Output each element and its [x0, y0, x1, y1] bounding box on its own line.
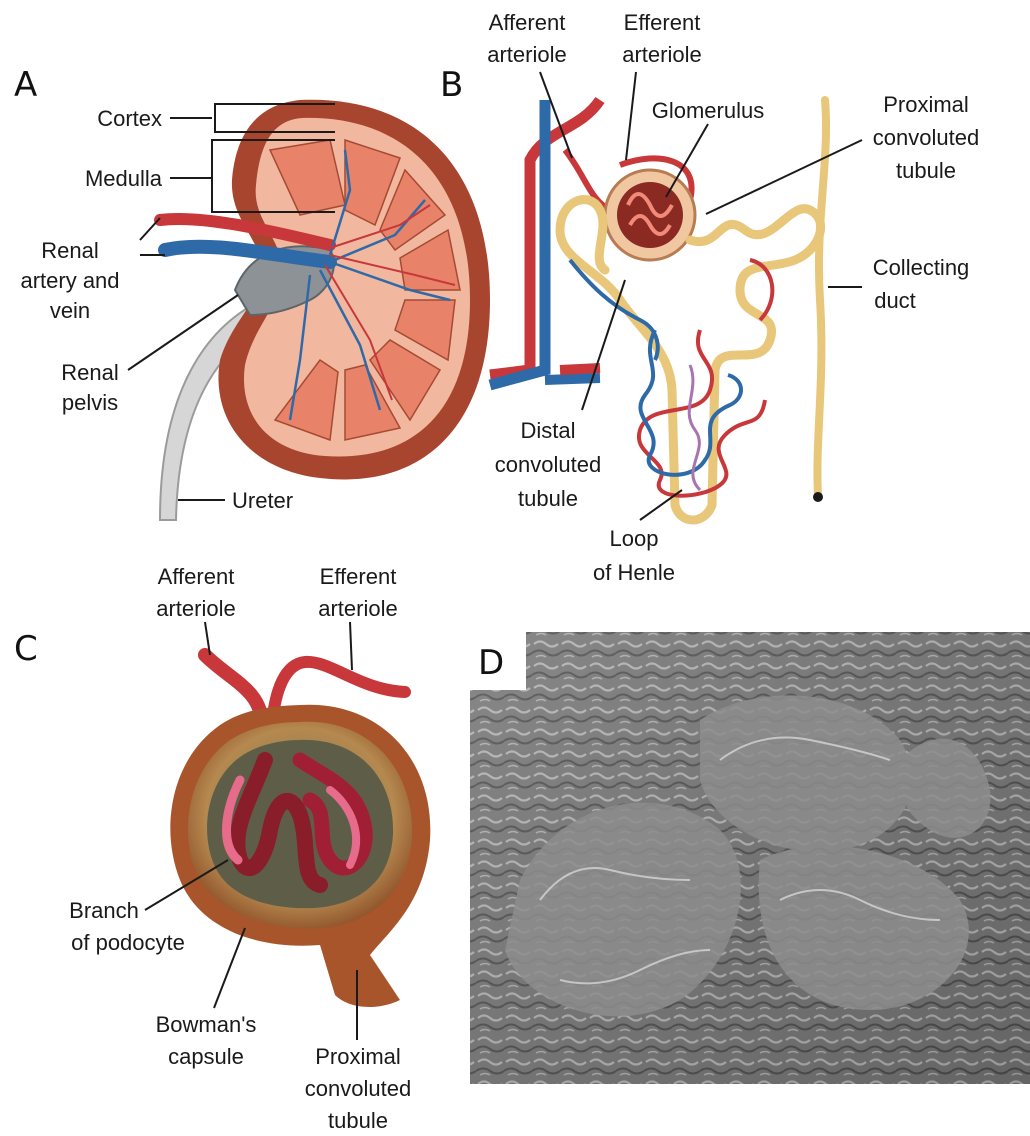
panel-d: D — [470, 632, 1030, 1084]
panel-letter-c: C — [14, 629, 38, 669]
panel-b: B — [440, 10, 979, 585]
label-distal-2: convoluted — [495, 452, 601, 477]
label-renal-artery-vein-3: vein — [50, 298, 90, 323]
label-c-proximal-1: Proximal — [315, 1044, 401, 1069]
label-renal-pelvis-2: pelvis — [62, 390, 118, 415]
panel-letter-a: A — [14, 65, 37, 105]
label-c-afferent-1: Afferent — [158, 564, 235, 589]
label-c-efferent-2: arteriole — [318, 596, 397, 621]
label-b-efferent-2: arteriole — [622, 42, 701, 67]
label-ureter: Ureter — [232, 488, 293, 513]
label-bowmans-1: Bowman's — [156, 1012, 257, 1037]
label-cortex: Cortex — [97, 106, 162, 131]
label-c-proximal-2: convoluted — [305, 1076, 411, 1101]
panel-letter-b: B — [440, 65, 463, 105]
panel-c: C Afferent arteriole Efferent arteriole … — [14, 564, 430, 1133]
label-collecting-duct-1: Collecting — [873, 255, 970, 280]
label-medulla: Medulla — [85, 166, 163, 191]
label-renal-pelvis-1: Renal — [61, 360, 118, 385]
label-b-proximal-2: convoluted — [873, 125, 979, 150]
label-b-proximal-3: tubule — [896, 158, 956, 183]
label-b-proximal-1: Proximal — [883, 92, 969, 117]
panel-letter-d: D — [478, 643, 504, 683]
label-collecting-duct-2: duct — [874, 288, 916, 313]
label-c-proximal-3: tubule — [328, 1108, 388, 1133]
label-b-afferent-1: Afferent — [489, 10, 566, 35]
label-branch-podocyte-1: Branch — [69, 898, 139, 923]
label-glomerulus: Glomerulus — [652, 98, 764, 123]
glomerulus-illustration — [605, 170, 695, 260]
label-loop-henle-2: of Henle — [593, 560, 675, 585]
panel-a: A — [14, 65, 490, 520]
label-b-efferent-1: Efferent — [624, 10, 701, 35]
label-b-afferent-2: arteriole — [487, 42, 566, 67]
label-loop-henle-1: Loop — [610, 526, 659, 551]
label-c-afferent-2: arteriole — [156, 596, 235, 621]
label-distal-1: Distal — [520, 418, 575, 443]
label-branch-podocyte-2: of podocyte — [71, 930, 185, 955]
label-bowmans-2: capsule — [168, 1044, 244, 1069]
label-c-efferent-1: Efferent — [320, 564, 397, 589]
label-distal-3: tubule — [518, 486, 578, 511]
label-renal-artery-vein-1: Renal — [41, 238, 98, 263]
label-renal-artery-vein-2: artery and — [20, 268, 119, 293]
